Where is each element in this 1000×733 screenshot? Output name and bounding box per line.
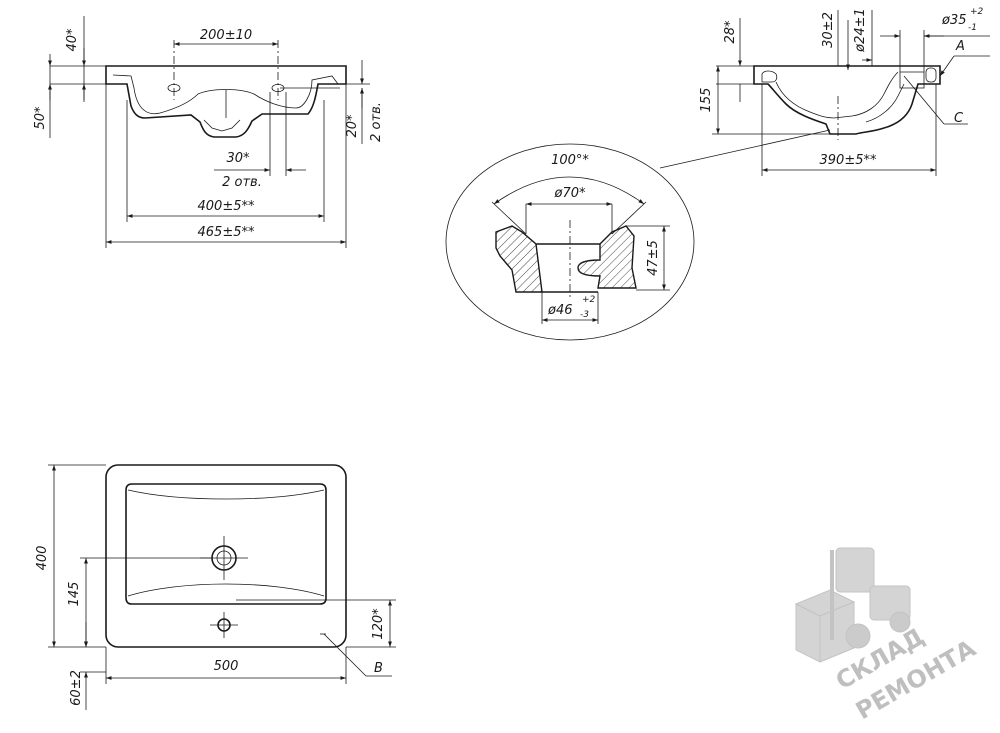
- faucet-position-label: 120*: [371, 608, 386, 640]
- side-height-label: 50*: [33, 106, 48, 130]
- hole-count-right-label: 2 отв.: [369, 102, 384, 142]
- forklift-icon: [794, 547, 911, 663]
- top-width-label: 500: [214, 659, 239, 674]
- front-view: 200±10 40* 50* 20* 2 отв. 30* 2 отв. 400…: [33, 16, 384, 248]
- drain-offset-label: 30±2: [821, 12, 836, 48]
- inner-width-label: 400±5**: [198, 199, 255, 214]
- label-a: A: [955, 39, 965, 54]
- drain-diam-label: ø24±1: [853, 8, 868, 53]
- hole-offset-label: 30*: [226, 151, 250, 166]
- rim-height-label: 28*: [723, 20, 738, 44]
- svg-text:+2: +2: [970, 7, 984, 17]
- top-view: 400 145 60±2 120* 500 B: [35, 464, 396, 710]
- label-b: B: [374, 661, 383, 676]
- inner-diam-label: ø46: [547, 303, 573, 318]
- svg-text:+2: +2: [582, 295, 596, 305]
- side-view: 28* 155 30±2 ø24±1 ø35 +2 -1 A C 390±5**: [659, 7, 990, 176]
- detail-bubble: 100°* ø70* ø46 +2 -3 47±5: [445, 143, 695, 341]
- hole-spacing-label: 200±10: [200, 28, 252, 43]
- detail-ellipse: [445, 143, 695, 341]
- hole-count-lower-label: 2 отв.: [222, 175, 262, 190]
- top-view-outline: [105, 464, 347, 648]
- svg-text:-1: -1: [968, 23, 977, 33]
- side-depth-label: 390±5**: [820, 153, 877, 168]
- outer-diam-label: ø70*: [554, 186, 586, 201]
- svg-text:-3: -3: [580, 310, 589, 320]
- front-view-inner-line: [112, 74, 339, 115]
- outer-width-label: 465±5**: [198, 225, 255, 240]
- top-depth-label: 400: [35, 546, 50, 571]
- bowl-outline: [125, 483, 327, 605]
- hole-depth-label: 20*: [345, 114, 360, 138]
- overflow-diam-label: ø35: [941, 13, 967, 28]
- label-c: C: [954, 111, 964, 126]
- front-view-outline: [105, 65, 347, 138]
- angle-label: 100°*: [551, 153, 589, 168]
- logo: СКЛАД РЕМОНТА: [794, 547, 981, 725]
- drain-position-label: 145: [67, 582, 82, 607]
- side-height-label: 155: [699, 88, 714, 113]
- side-view-outline: [753, 65, 941, 135]
- detail-height-label: 47±5: [646, 240, 661, 276]
- top-height-label: 40*: [65, 28, 80, 52]
- front-offset-label: 60±2: [69, 670, 84, 706]
